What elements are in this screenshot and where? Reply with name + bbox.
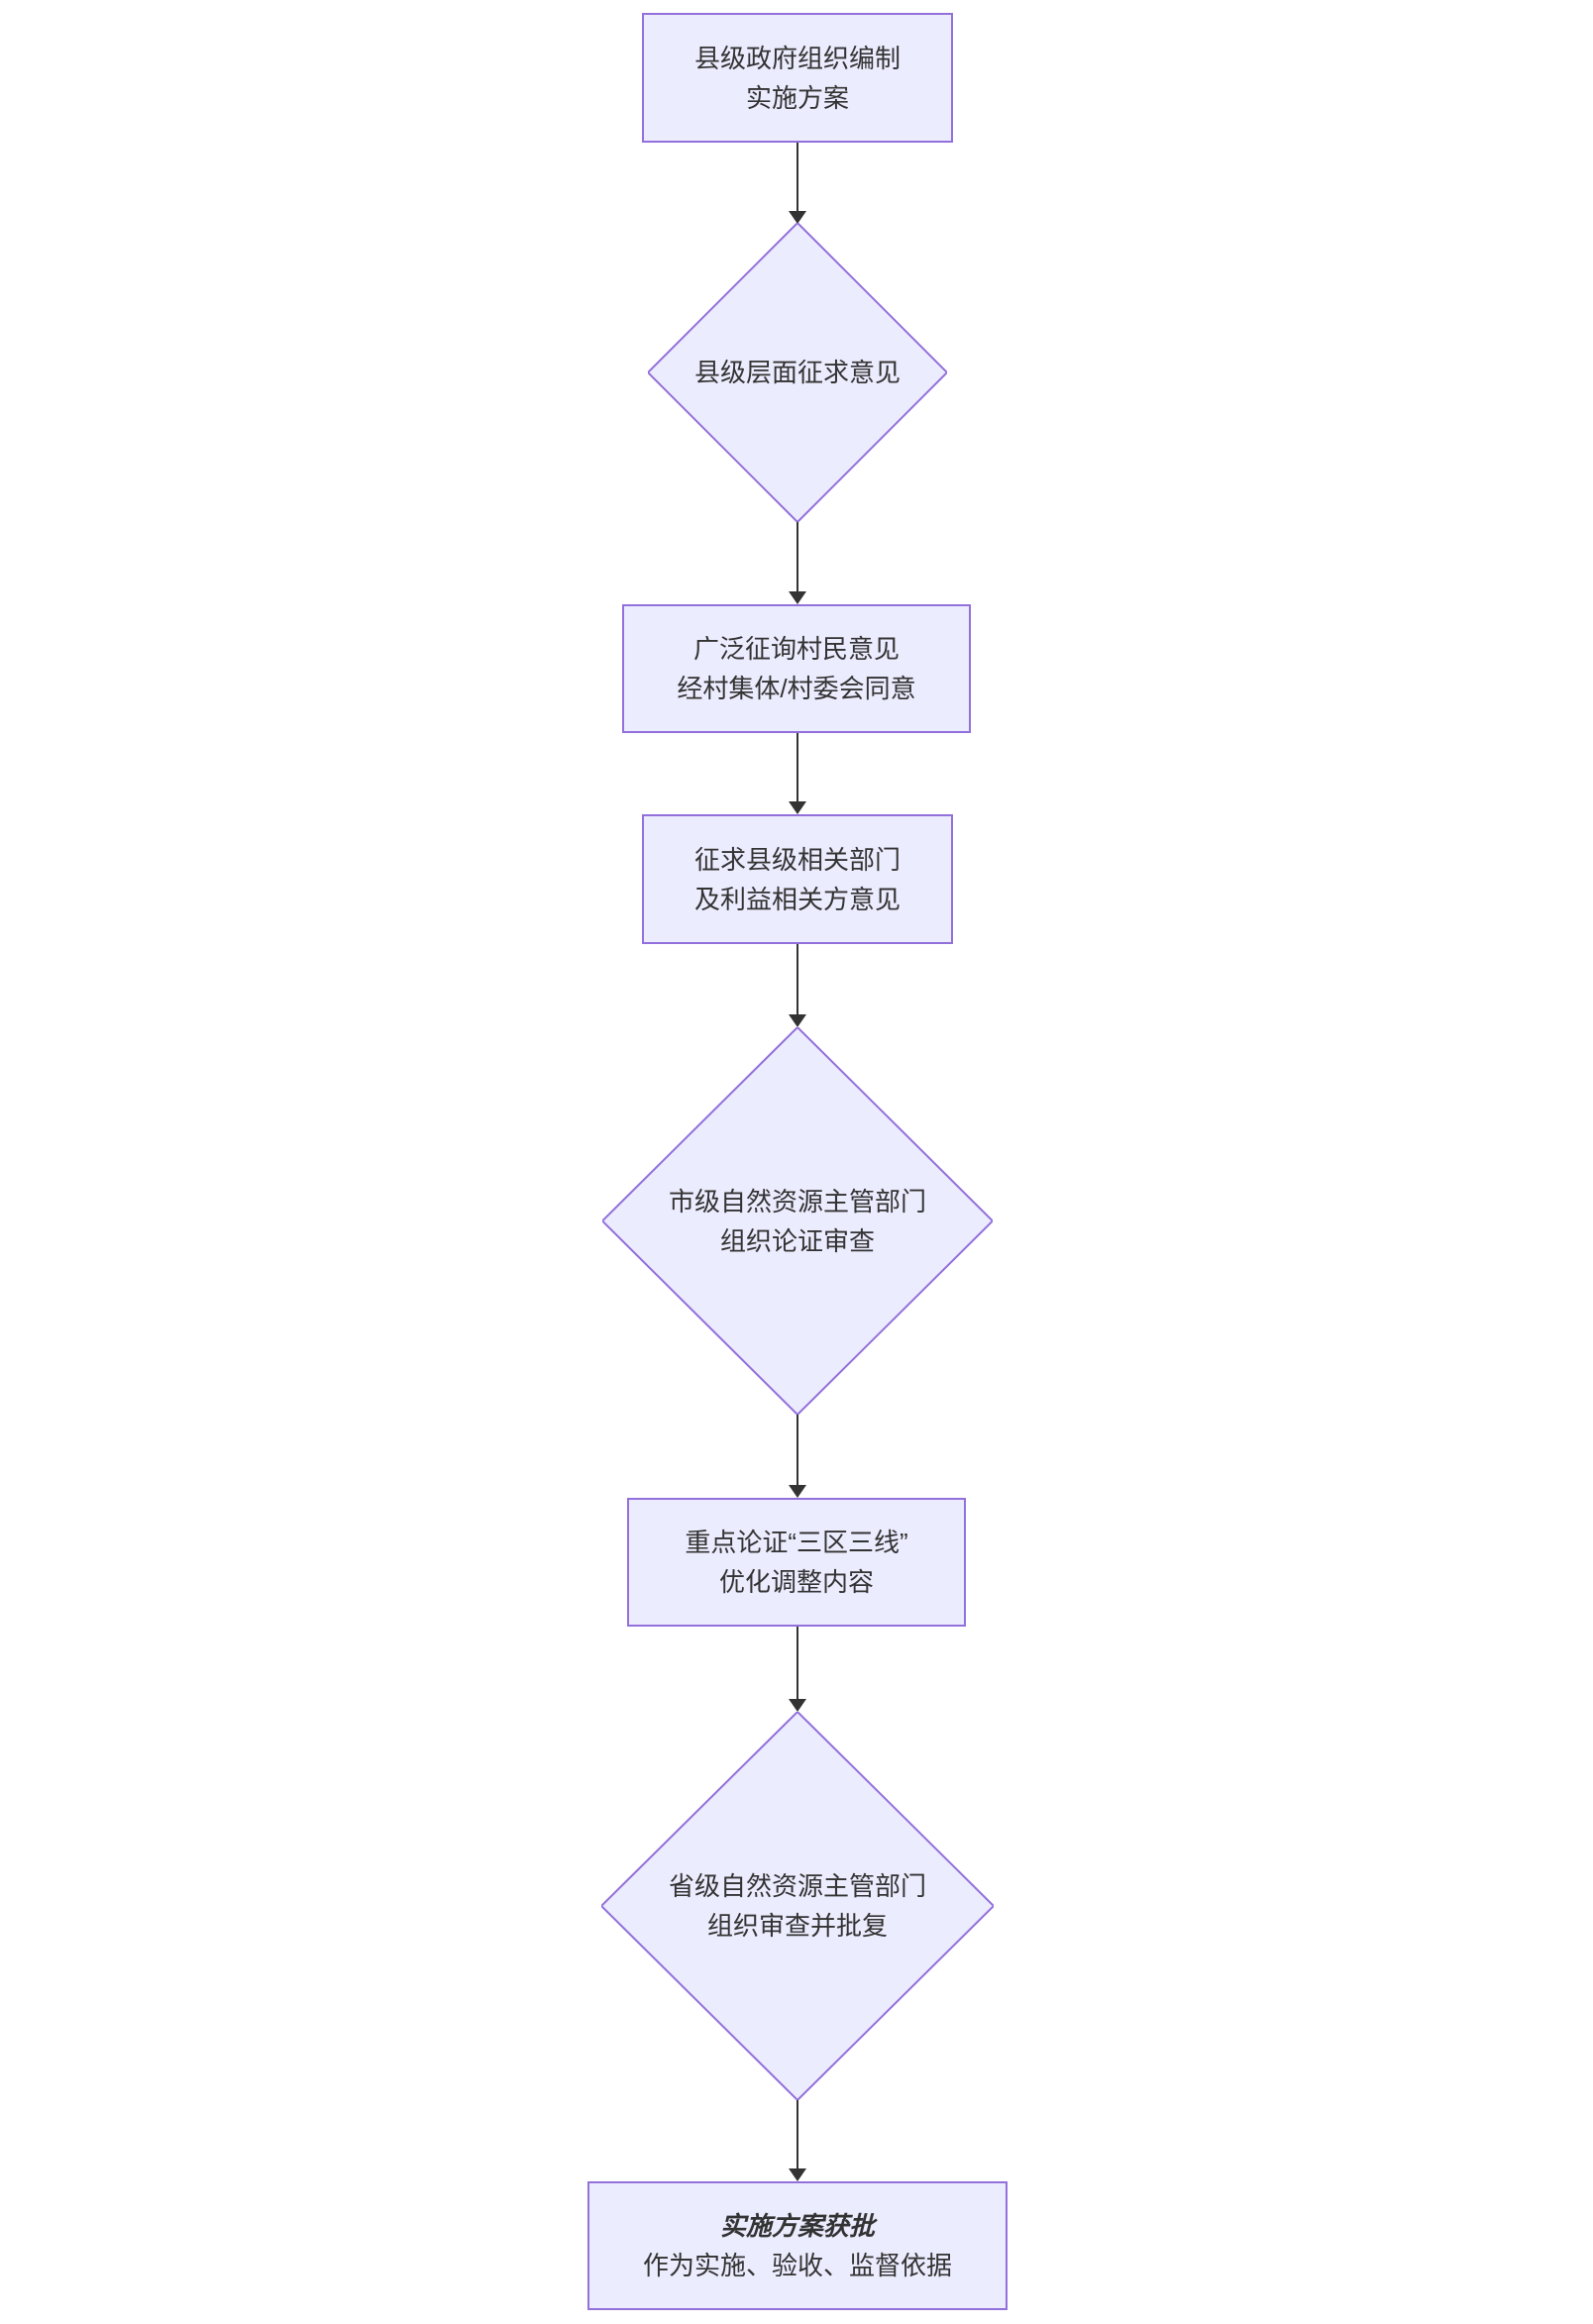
node-text-line: 优化调整内容 [718, 1567, 874, 1597]
node-text-line-emphasis: 实施方案获批 [719, 2211, 875, 2241]
flow-arrow [789, 733, 806, 814]
flow-node-three-zones: 重点论证“三区三线” 优化调整内容 [627, 1498, 966, 1627]
arrow-shaft [796, 944, 798, 1014]
arrow-shaft [796, 1415, 798, 1485]
arrow-shaft [796, 733, 798, 801]
flow-node-county-opinion: 县级层面征求意见 [648, 223, 947, 522]
node-text-line: 经村集体/村委会同意 [677, 674, 916, 703]
arrow-head-icon [789, 1014, 806, 1027]
node-text-line: 及利益相关方意见 [693, 884, 901, 914]
node-text-line: 组织论证审查 [719, 1225, 875, 1256]
flow-arrow [789, 1415, 806, 1498]
arrow-head-icon [789, 2168, 806, 2181]
node-text-line: 实施方案 [745, 82, 849, 113]
diamond-label: 市级自然资源主管部门 组织论证审查 [602, 1027, 993, 1415]
node-text-line: 重点论证“三区三线” [685, 1528, 908, 1557]
flow-node-province-review: 省级自然资源主管部门 组织审查并批复 [601, 1712, 994, 2100]
flow-node-city-review: 市级自然资源主管部门 组织论证审查 [602, 1027, 993, 1415]
node-text-line: 征求县级相关部门 [693, 844, 901, 875]
flow-node-start: 县级政府组织编制 实施方案 [642, 13, 953, 143]
arrow-shaft [796, 143, 798, 211]
node-text-line: 作为实施、验收、监督依据 [642, 2251, 952, 2280]
arrow-head-icon [789, 1485, 806, 1498]
arrow-shaft [796, 1627, 798, 1699]
node-text-line: 组织审查并批复 [706, 1911, 888, 1941]
diamond-shape [602, 1027, 993, 1415]
node-text-line: 省级自然资源主管部门 [668, 1871, 926, 1901]
flow-arrow [789, 944, 806, 1027]
diamond-shape [601, 1712, 994, 2100]
diamond-label: 县级层面征求意见 [648, 223, 947, 522]
arrow-shaft [796, 522, 798, 591]
arrow-shaft [796, 2100, 798, 2168]
flow-arrow [789, 522, 806, 604]
node-text-line: 县级政府组织编制 [693, 43, 901, 73]
flow-arrow [789, 2100, 806, 2181]
flow-arrow [789, 1627, 806, 1712]
arrow-head-icon [789, 801, 806, 814]
arrow-head-icon [789, 1699, 806, 1712]
node-text-line: 县级层面征求意见 [693, 358, 901, 387]
node-text-line: 广泛征询村民意见 [692, 634, 900, 664]
flow-node-dept-opinion: 征求县级相关部门 及利益相关方意见 [642, 814, 953, 944]
diamond-label: 省级自然资源主管部门 组织审查并批复 [601, 1712, 994, 2100]
flow-node-approved: 实施方案获批 作为实施、验收、监督依据 [587, 2181, 1008, 2310]
node-text-line: 市级自然资源主管部门 [668, 1186, 926, 1216]
flow-arrow [789, 143, 806, 224]
arrow-head-icon [789, 591, 806, 604]
diamond-shape [648, 223, 947, 522]
arrow-head-icon [789, 211, 806, 224]
flow-node-villager-opinion: 广泛征询村民意见 经村集体/村委会同意 [622, 604, 971, 733]
